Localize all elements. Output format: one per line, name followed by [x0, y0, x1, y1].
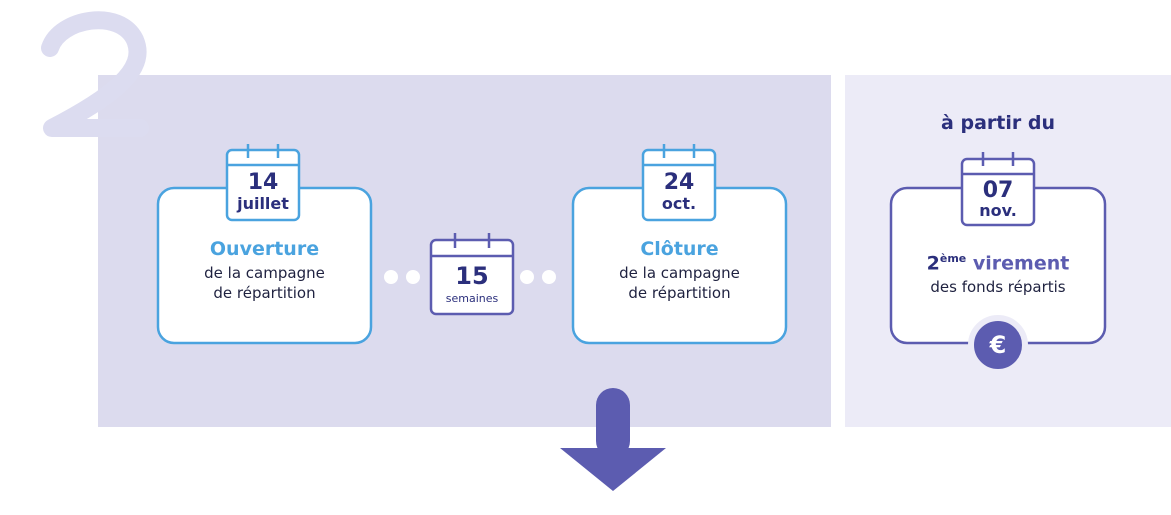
- duration-calendar-icon: [429, 238, 515, 316]
- euro-symbol: €: [989, 331, 1007, 359]
- duration-number: 15: [455, 262, 489, 290]
- transfer-ordinal: 2: [926, 252, 940, 275]
- transfer-ordinal-suffix: ème: [939, 252, 967, 265]
- opening-line1: de la campagne: [204, 264, 325, 282]
- opening-title: Ouverture: [209, 238, 320, 260]
- opening-line2: de répartition: [213, 284, 316, 302]
- closing-date-month: oct.: [661, 194, 697, 213]
- closing-date-day: 24: [663, 170, 695, 195]
- transfer-date-day: 07: [982, 178, 1014, 203]
- closing-line1: de la campagne: [619, 264, 740, 282]
- transfer-calendar-icon: [960, 157, 1036, 227]
- transfer-title: virement: [972, 252, 1070, 275]
- transfer-line1: des fonds répartis: [930, 278, 1066, 296]
- connector-dot: [520, 270, 534, 284]
- transfer-date-month: nov.: [979, 201, 1017, 220]
- opening-date-month: juillet: [237, 194, 289, 213]
- closing-title: Clôture: [640, 238, 719, 260]
- transfer-heading: à partir du: [941, 112, 1055, 134]
- down-arrow-icon: [560, 388, 666, 491]
- opening-calendar-icon: [225, 148, 301, 222]
- closing-calendar-icon: [641, 148, 717, 222]
- connector-dot: [406, 270, 420, 284]
- connector-dot: [542, 270, 556, 284]
- closing-line2: de répartition: [628, 284, 731, 302]
- euro-coin-icon: [968, 315, 1028, 375]
- step-number-outline: [41, 11, 149, 137]
- opening-date-day: 14: [247, 170, 279, 195]
- transfer-title-line: 2ème virement: [891, 252, 1105, 274]
- duration-unit: semaines: [445, 292, 499, 305]
- connector-dot: [384, 270, 398, 284]
